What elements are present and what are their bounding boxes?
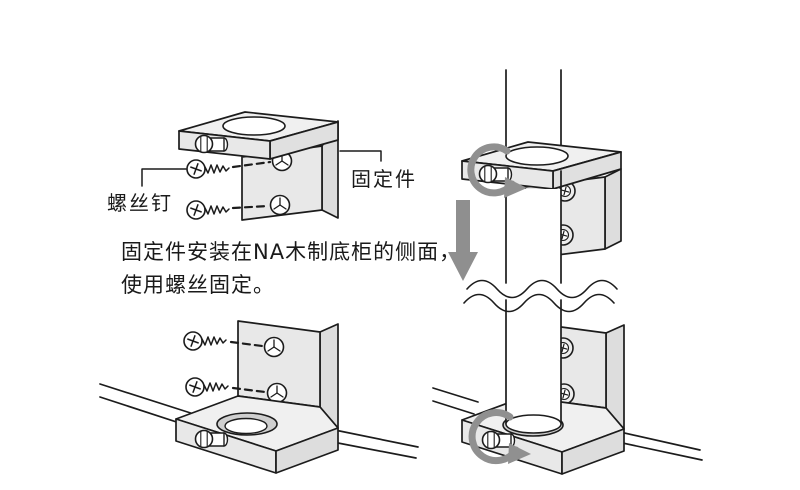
break-wavy-line [463,293,615,313]
screw-hole-icon [269,194,291,216]
pole-lower [506,300,561,424]
cabinet-edge-line [432,387,479,403]
screw-callout-label: 螺丝钉 [107,191,173,215]
pole-seat-hole [224,417,268,435]
pole-installation-view [432,69,703,475]
break-wavy-line [466,279,618,299]
pole-bottom-rim [505,414,562,434]
pole-hole [505,146,569,166]
fixture-detail-view [141,111,382,221]
screw-guide-dashed-line [231,160,272,169]
pole-middle [506,189,561,283]
cabinet-edge-line [432,400,475,415]
screw-guide-dashed-line [229,340,264,348]
screw-callout-leader [141,168,187,187]
rotation-arrow-icon [468,409,531,465]
screw-icon [186,200,230,220]
fixture-mounted-view [99,320,419,474]
screw-hole-icon [263,336,285,358]
clamp-bolt-icon [194,429,229,449]
fixture-callout-label: 固定件 [351,167,417,191]
screw-guide-dashed-line [231,386,267,394]
screw-icon [183,331,227,351]
caption-line-1: 固定件安装在NA木制底柜的侧面， [121,240,462,264]
screw-icon [185,377,229,397]
fixture-base-front-right [275,427,339,474]
fixture-base-front-right [561,428,625,475]
cabinet-edge-line [99,383,201,417]
pole-hole [222,116,286,136]
down-arrow-icon [448,200,478,281]
fixture-side-face [604,168,622,250]
fixture-callout-leader [339,150,382,162]
clamp-bolt-icon [194,134,229,154]
caption-line-2: 使用螺丝固定。 [121,273,275,297]
rotation-arrow-icon [467,143,527,198]
screw-guide-dashed-line [231,204,270,210]
screw-icon [186,159,230,179]
